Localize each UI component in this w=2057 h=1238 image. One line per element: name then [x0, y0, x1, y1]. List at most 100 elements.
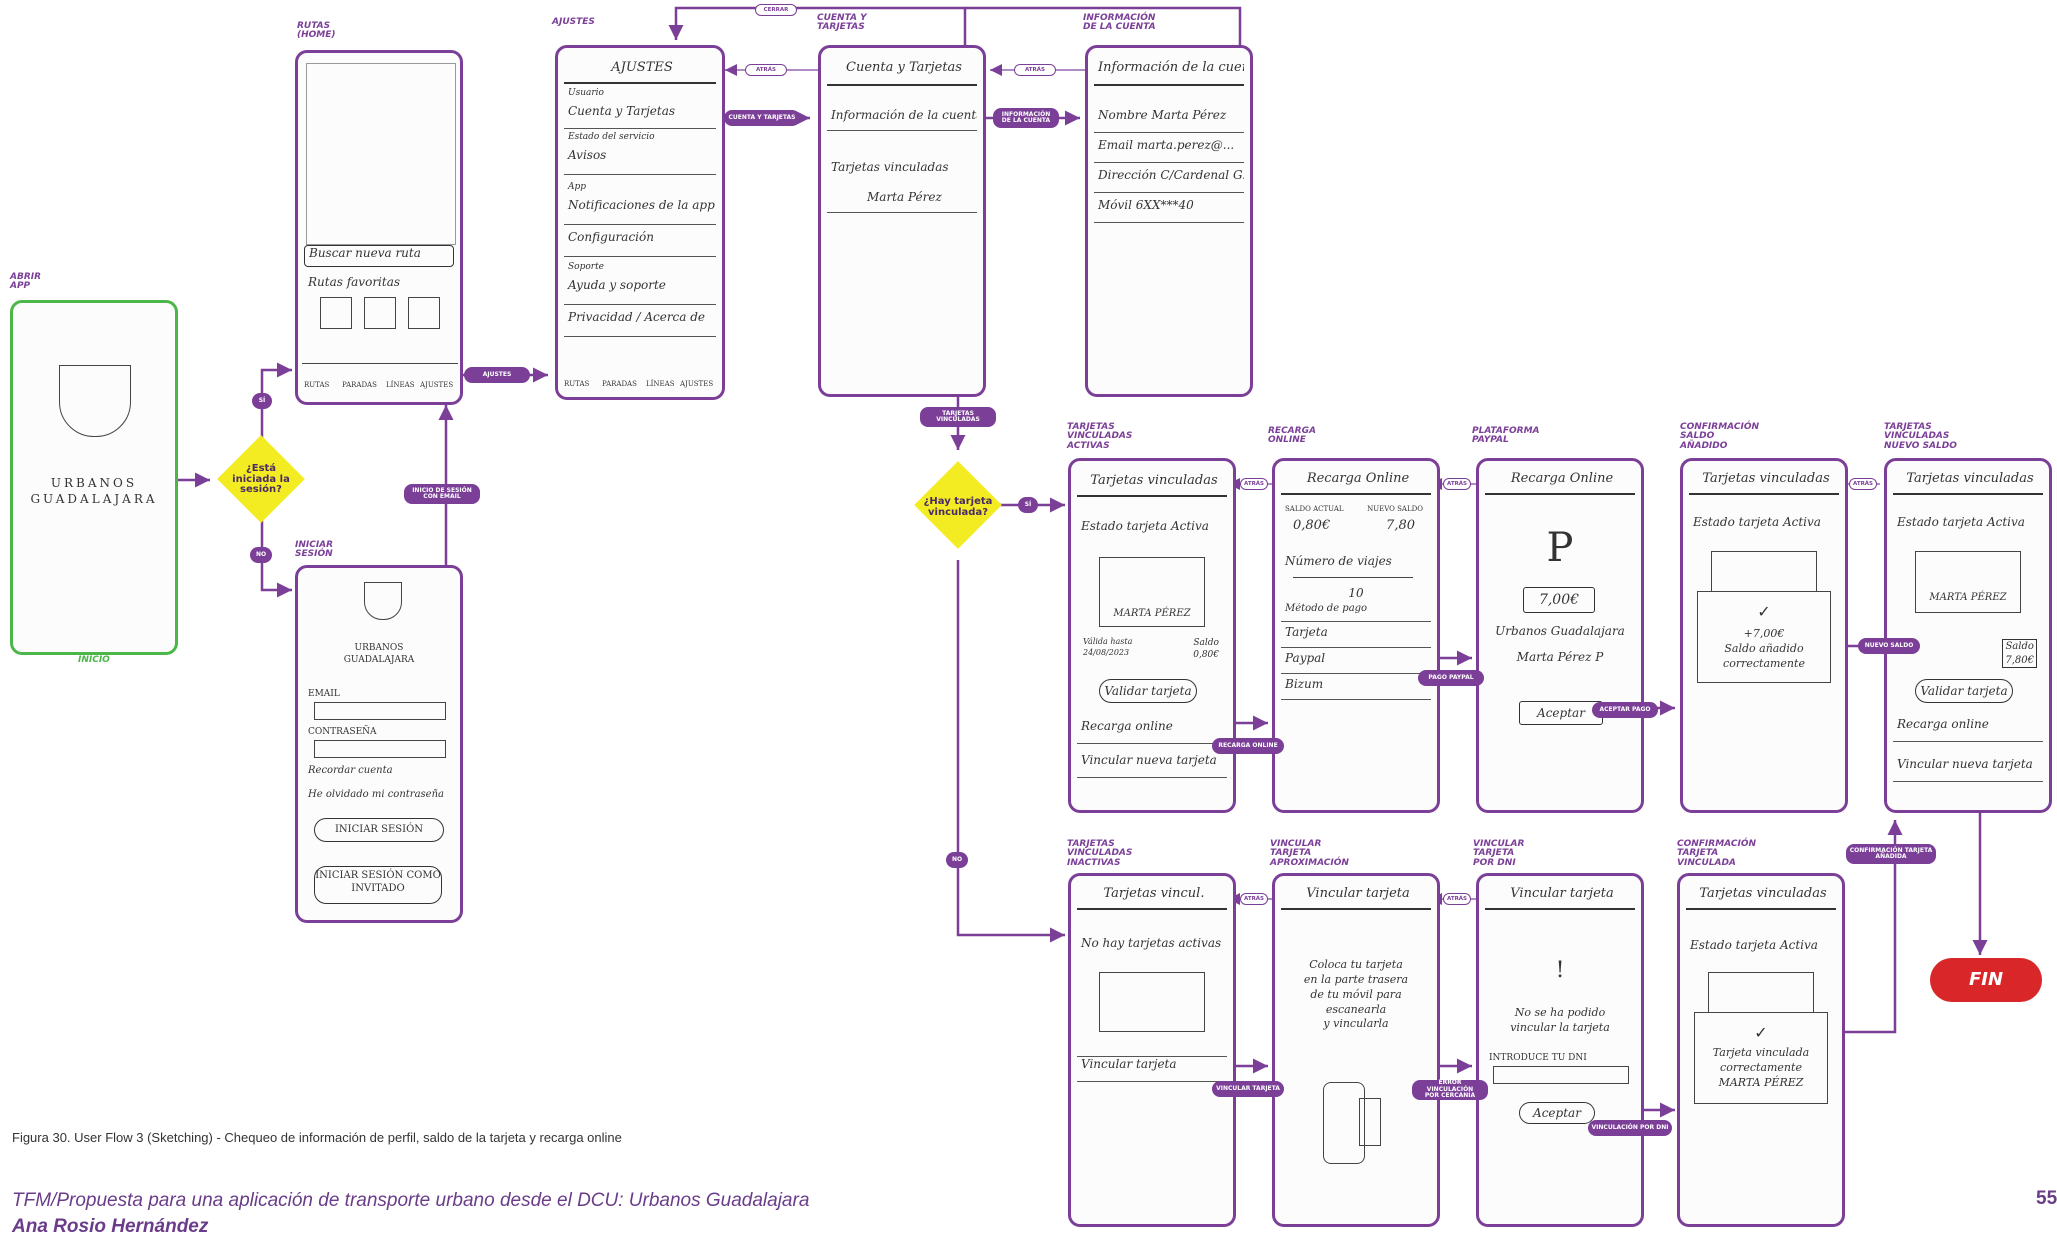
search-route-input[interactable]: Buscar nueva ruta [304, 245, 454, 267]
nuevo-card [1915, 551, 2021, 613]
pill-atras: ATRÁS [1443, 478, 1471, 490]
place-university-icon[interactable] [364, 297, 396, 329]
card-validez: Válida hasta 24/08/2023 [1083, 637, 1133, 657]
nav-paradas[interactable]: PARADAS [342, 381, 377, 389]
metodo-paypal[interactable]: Paypal [1281, 651, 1431, 674]
dni-field[interactable] [1493, 1066, 1629, 1084]
pill-no-tarjeta: NO [946, 852, 968, 868]
place-home-icon[interactable] [320, 297, 352, 329]
conf-vinc-title: Tarjetas vinculadas [1686, 886, 1836, 910]
nuevo-validar-button[interactable]: Validar tarjeta [1915, 679, 2013, 703]
ajustes-row: Usuario [568, 88, 604, 98]
screen-vincular-aproximacion: Vincular tarjeta Coloca tu tarjeta en la… [1272, 873, 1440, 1227]
edge-decision-rutas [260, 362, 292, 450]
info-row[interactable]: Móvil 6XX***40 [1094, 198, 1244, 223]
ajustes-row[interactable]: Avisos [564, 148, 716, 175]
screen-inicio: URBANOS GUADALAJARA [10, 300, 178, 655]
conf-saldo-msg: +7,00€ Saldo añadido correctamente [1723, 627, 1805, 670]
pill-atras: ATRÁS [1240, 478, 1268, 490]
nav-paradas[interactable]: PARADAS [602, 380, 637, 388]
email-field[interactable] [314, 702, 446, 720]
viajes-slider[interactable] [1293, 577, 1413, 578]
conf-vinc-msg: Tarjeta vinculada correctamente MARTA PÉ… [1712, 1046, 1810, 1089]
ajustes-row[interactable]: Privacidad / Acerca de [564, 310, 716, 337]
decision-tarjeta-text: ¿Hay tarjeta vinculada? [923, 496, 993, 518]
pill-atras: ATRÁS [1443, 893, 1471, 905]
conf-saldo-popup [1697, 591, 1831, 683]
remember-checkbox[interactable]: Recordar cuenta [308, 765, 393, 776]
ajustes-row[interactable]: Ayuda y soporte [564, 278, 716, 305]
validar-button[interactable]: Validar tarjeta [1099, 679, 1197, 703]
viajes-value: 10 [1348, 586, 1364, 600]
recarga-title: Recarga Online [1281, 471, 1431, 495]
saldo-actual-label: SALDO ACTUAL [1285, 505, 1344, 513]
label-confirmacion-vinculada: CONFIRMACIÓN TARJETA VINCULADA [1677, 839, 1756, 868]
nuevo-recarga-row[interactable]: Recarga online [1893, 717, 2043, 742]
label-informacion-cuenta: INFORMACIÓN DE LA CUENTA [1083, 13, 1156, 33]
nav-ajustes[interactable]: AJUSTES [680, 380, 714, 388]
pill-cuenta-tarjetas: CUENTA Y TARJETAS [724, 110, 800, 126]
cuenta-title: Cuenta y Tarjetas [827, 60, 977, 86]
card-image [1099, 557, 1205, 627]
nav-rutas[interactable]: RUTAS [304, 381, 330, 389]
pill-atras: ATRÁS [1240, 893, 1268, 905]
password-field[interactable] [314, 740, 446, 758]
edge-decision-inactivas [956, 560, 1065, 943]
screen-rutas-home: Buscar nueva ruta Rutas favoritas RUTAS … [295, 50, 463, 405]
info-row[interactable]: Nombre Marta Pérez [1094, 108, 1244, 133]
paypal-accept-button[interactable]: Aceptar [1519, 701, 1603, 725]
info-row[interactable]: Dirección C/Cardenal G... [1094, 168, 1244, 193]
nuevo-vincular-row[interactable]: Vincular nueva tarjeta [1893, 757, 2043, 782]
screen-cuenta-tarjetas: Cuenta y Tarjetas Información de la cuen… [818, 45, 986, 397]
metodo-tarjeta[interactable]: Tarjeta [1281, 625, 1431, 648]
label-tarjetas-inactivas: TARJETAS VINCULADAS INACTIVAS [1067, 839, 1133, 868]
ajustes-row[interactable]: Notificaciones de la app [564, 198, 716, 225]
pill-aceptar-pago: ACEPTAR PAGO [1592, 702, 1658, 718]
end-node: FIN [1930, 958, 2042, 1002]
aprox-title: Vincular tarjeta [1281, 886, 1431, 910]
login-button[interactable]: INICIAR SESIÓN [314, 818, 444, 842]
decision-sesion-text: ¿Está iniciada la sesión? [232, 463, 290, 495]
place-work-icon[interactable] [408, 297, 440, 329]
vincular-nueva-row[interactable]: Vincular nueva tarjeta [1077, 753, 1227, 778]
screen-confirmacion-saldo: Tarjetas vinculadas Estado tarjeta Activ… [1680, 458, 1848, 813]
favorite-routes[interactable]: Rutas favoritas [308, 275, 401, 289]
login-brand: URBANOS GUADALAJARA [343, 643, 415, 666]
ajustes-row[interactable]: Cuenta y Tarjetas [564, 104, 716, 129]
dni-title: Vincular tarjeta [1485, 886, 1635, 910]
dni-accept-button[interactable]: Aceptar [1519, 1102, 1595, 1124]
cuenta-tarjetas-row[interactable]: Tarjetas vinculadas [831, 160, 949, 174]
cuenta-info-row[interactable]: Información de la cuenta [827, 108, 977, 131]
metodo-bizum[interactable]: Bizum [1281, 677, 1431, 700]
label-confirmacion-saldo: CONFIRMACIÓN SALDO AÑADIDO [1680, 422, 1759, 451]
info-row[interactable]: Email marta.perez@... [1094, 138, 1244, 163]
logo-icon [59, 365, 131, 437]
pill-cerrar: CERRAR [755, 4, 797, 16]
activas-title: Tarjetas vinculadas [1077, 473, 1227, 497]
nav-rutas[interactable]: RUTAS [564, 380, 590, 388]
empty-card-placeholder [1099, 972, 1205, 1032]
nav-lineas[interactable]: LÍNEAS [646, 380, 675, 388]
nuevo-saldo-label: NUEVO SALDO [1367, 505, 1423, 513]
recarga-online-row[interactable]: Recarga online [1077, 719, 1227, 744]
conf-vinc-estado: Estado tarjeta Activa [1690, 938, 1818, 952]
inactivas-title: Tarjetas vincul. [1077, 886, 1227, 910]
cuenta-card-row[interactable]: Marta Pérez [827, 190, 977, 213]
pill-ajustes: AJUSTES [464, 367, 530, 383]
pill-si-tarjeta: SÍ [1018, 497, 1038, 513]
forgot-password-link[interactable]: He olvidado mi contraseña [308, 789, 444, 800]
nav-lineas[interactable]: LÍNEAS [386, 381, 415, 389]
screen-vincular-dni: Vincular tarjeta ! No se ha podido vincu… [1476, 873, 1644, 1227]
info-title: Información de la cuenta [1094, 60, 1244, 86]
pill-confirmacion-anadida: CONFIRMACIÓN TARJETA AÑADIDA [1846, 844, 1936, 864]
metodo-label: Método de pago [1281, 603, 1431, 622]
pill-pago-paypal: PAGO PAYPAL [1418, 670, 1484, 686]
screen-informacion-cuenta: Información de la cuenta Nombre Marta Pé… [1085, 45, 1253, 397]
nav-ajustes[interactable]: AJUSTES [420, 381, 454, 389]
pill-atras: ATRÁS [1014, 64, 1056, 76]
pill-vinculacion-dni: VINCULACIÓN POR DNI [1588, 1120, 1672, 1136]
guest-login-button[interactable]: INICIAR SESIÓN COMO INVITADO [314, 866, 442, 904]
paypal-logo-icon: P [1546, 525, 1574, 571]
ajustes-row[interactable]: Configuración [564, 230, 716, 257]
inactivas-vincular-row[interactable]: Vincular tarjeta [1077, 1056, 1227, 1082]
